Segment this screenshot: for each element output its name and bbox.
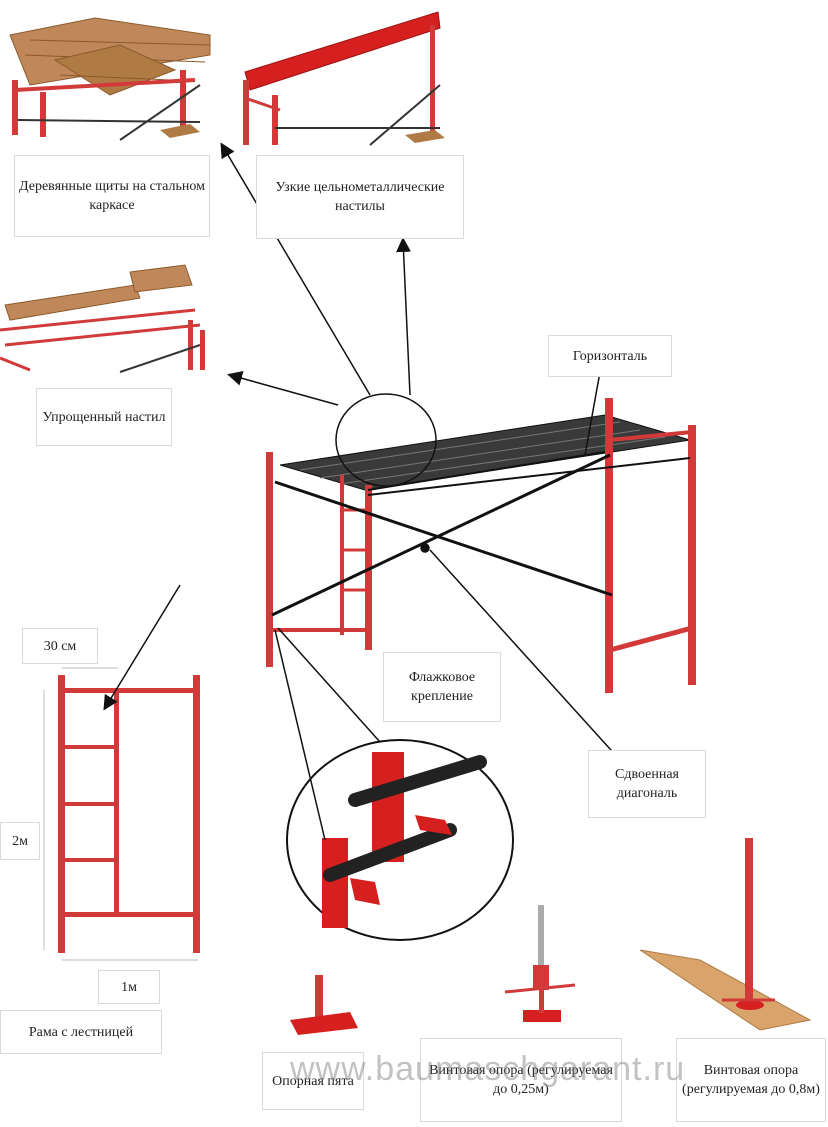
label-dim-2m: 2м xyxy=(0,822,40,860)
label-wooden-panels-text: Деревянные щиты на стальном каркасе xyxy=(19,179,205,213)
label-frame-with-ladder: Рама с лестницей xyxy=(0,1010,162,1054)
label-narrow-decks: Узкие цельнометаллические настилы xyxy=(256,155,464,239)
deck-joint-circle xyxy=(335,393,437,487)
label-horizontal: Горизонталь xyxy=(548,335,672,377)
label-support-heel-text: Опорная пята xyxy=(272,1073,354,1089)
flag-mount-detail xyxy=(286,739,514,941)
watermark-text: www.baumaschgarant.ru xyxy=(290,1050,686,1088)
screw-support-2-illustration xyxy=(639,838,812,1031)
label-double-diagonal-text: Сдвоенная диагональ xyxy=(615,767,679,801)
callout-arrows xyxy=(103,142,621,841)
simplified-deck-illustration xyxy=(0,264,205,373)
label-dim-1m: 1м xyxy=(98,970,160,1004)
label-flag-mount-text: Флажковое крепление xyxy=(408,670,476,704)
label-flag-mount: Флажковое крепление xyxy=(383,652,501,722)
ladder-frame-illustration xyxy=(43,667,200,961)
label-screw-support-2-text: Винтовая опора (регулируемая до 0,8м) xyxy=(682,1063,820,1097)
support-heel-illustration xyxy=(290,975,358,1035)
label-dim-30cm: 30 см xyxy=(22,628,98,664)
label-simplified-deck-text: Упрощенный настил xyxy=(42,409,166,425)
label-screw-support-1-text: Винтовая опора (регулируемая до 0,25м) xyxy=(429,1063,613,1097)
label-double-diagonal: Сдвоенная диагональ xyxy=(588,750,706,818)
label-simplified-deck: Упрощенный настил xyxy=(36,388,172,446)
label-screw-support-1: Винтовая опора (регулируемая до 0,25м) xyxy=(420,1038,622,1122)
label-dim-30cm-text: 30 см xyxy=(43,638,77,654)
label-support-heel: Опорная пята xyxy=(262,1052,364,1110)
wooden-panels-illustration xyxy=(9,17,211,141)
label-dim-2m-text: 2м xyxy=(12,833,28,849)
main-scaffold xyxy=(266,398,696,693)
label-frame-with-ladder-text: Рама с лестницей xyxy=(28,1024,134,1040)
label-dim-1m-text: 1м xyxy=(121,979,137,995)
label-narrow-decks-text: Узкие цельнометаллические настилы xyxy=(275,180,445,214)
label-horizontal-text: Горизонталь xyxy=(572,348,648,364)
screw-support-1-illustration xyxy=(504,905,576,1022)
narrow-decks-illustration xyxy=(243,11,445,146)
label-wooden-panels: Деревянные щиты на стальном каркасе xyxy=(14,155,210,237)
label-screw-support-2: Винтовая опора (регулируемая до 0,8м) xyxy=(676,1038,826,1122)
